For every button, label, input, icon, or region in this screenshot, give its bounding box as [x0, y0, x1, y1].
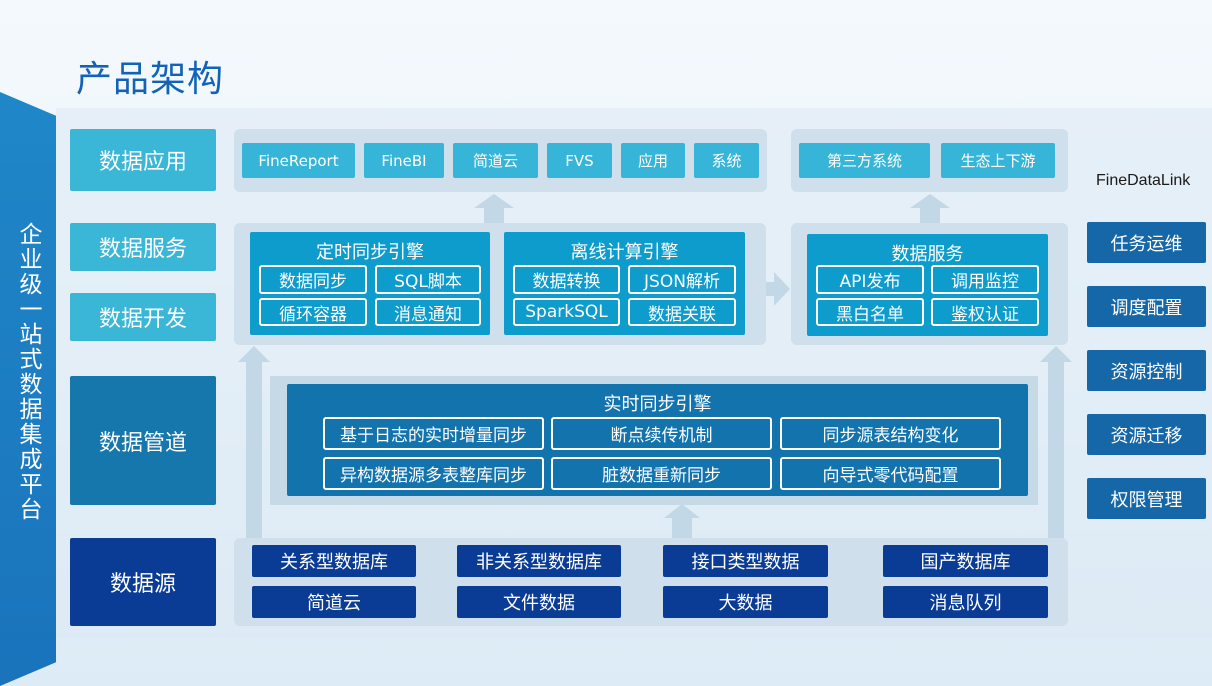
row-label-dev: 数据开发: [70, 293, 216, 341]
product-name: FineDataLink: [1096, 172, 1191, 189]
app-chip-third-party: 第三方系统: [799, 143, 930, 178]
data-service-box: [807, 234, 1048, 336]
arrow-up-left-column: [238, 346, 270, 538]
source-big-data: 大数据: [663, 586, 828, 618]
arrow-up-right-app: [910, 194, 950, 224]
realtime-item-dirty-data: 脏数据重新同步: [551, 457, 772, 490]
service-item-black-white-list: 黑白名单: [816, 298, 924, 326]
engine-item-message-notify: 消息通知: [375, 298, 481, 326]
platform-band: [0, 92, 56, 686]
realtime-item-schema-change: 同步源表结构变化: [780, 417, 1001, 450]
engine-item-data-join: 数据关联: [628, 298, 736, 326]
row-label-app: 数据应用: [70, 129, 216, 191]
offline-compute-engine-title: 离线计算引擎: [570, 242, 679, 263]
service-item-auth: 鉴权认证: [931, 298, 1039, 326]
side-resource-control: 资源控制: [1087, 350, 1206, 391]
app-chip-fvs: FVS: [547, 143, 612, 178]
realtime-item-zero-code: 向导式零代码配置: [780, 457, 1001, 490]
source-jiandaoyun: 简道云: [252, 586, 416, 618]
source-file-data: 文件数据: [457, 586, 621, 618]
engine-item-sql-script: SQL脚本: [375, 265, 481, 294]
engine-item-data-sync: 数据同步: [259, 265, 367, 294]
row-label-pipeline: 数据管道: [70, 376, 216, 505]
side-schedule-config: 调度配置: [1087, 286, 1206, 327]
platform-label: 企业级一站式数据集成平台: [15, 222, 41, 522]
side-resource-migration: 资源迁移: [1087, 414, 1206, 455]
engine-item-loop-container: 循环容器: [259, 298, 367, 326]
realtime-item-multi-table: 异构数据源多表整库同步: [323, 457, 544, 490]
realtime-sync-engine-title: 实时同步引擎: [603, 394, 712, 415]
scheduled-sync-engine: [250, 232, 490, 335]
app-chip-ecosystem: 生态上下游: [941, 143, 1055, 178]
app-chip-finereport: FineReport: [242, 143, 355, 178]
arrow-up-left-app: [474, 194, 514, 224]
engine-item-sparksql: SparkSQL: [513, 298, 620, 326]
data-service-title: 数据服务: [891, 244, 964, 265]
source-message-queue: 消息队列: [883, 586, 1048, 618]
service-item-api-publish: API发布: [816, 265, 924, 294]
scheduled-sync-engine-title: 定时同步引擎: [316, 242, 424, 263]
engine-item-data-transform: 数据转换: [513, 265, 620, 294]
app-chip-finebi: FineBI: [364, 143, 444, 178]
realtime-item-resume: 断点续传机制: [551, 417, 772, 450]
arrow-up-right-column: [1040, 346, 1072, 538]
source-domestic-db: 国产数据库: [883, 545, 1048, 577]
arrow-right-service: [766, 272, 790, 306]
app-chip-app: 应用: [621, 143, 685, 178]
service-item-call-monitor: 调用监控: [931, 265, 1039, 294]
app-chip-jiandaoyun: 简道云: [453, 143, 538, 178]
realtime-sync-engine: [287, 384, 1028, 496]
source-api-data: 接口类型数据: [663, 545, 828, 577]
side-task-ops: 任务运维: [1087, 222, 1206, 263]
engine-item-json-parse: JSON解析: [628, 265, 736, 294]
offline-compute-engine: [504, 232, 745, 335]
source-nonrelational-db: 非关系型数据库: [457, 545, 621, 577]
row-label-service: 数据服务: [70, 223, 216, 271]
page-title: 产品架构: [76, 59, 225, 100]
side-permission-mgmt: 权限管理: [1087, 478, 1206, 519]
app-chip-system: 系统: [694, 143, 759, 178]
realtime-item-log-incremental: 基于日志的实时增量同步: [323, 417, 544, 450]
row-label-source: 数据源: [70, 538, 216, 626]
source-relational-db: 关系型数据库: [252, 545, 416, 577]
arrow-up-realtime: [664, 504, 700, 538]
